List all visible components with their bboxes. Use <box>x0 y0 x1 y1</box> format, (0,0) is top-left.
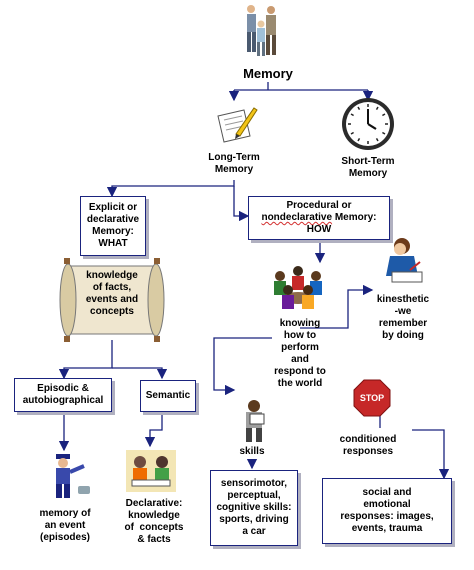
arrow-conditioned-social <box>412 429 450 480</box>
clock-icon <box>340 96 396 152</box>
procedural-memory-box: Procedural or nondeclarative Memory: HOW <box>248 196 390 240</box>
scroll-icon <box>54 258 170 342</box>
arrow-to-skills <box>213 337 272 396</box>
people-studying-icon <box>124 448 178 494</box>
arrow-to-kinesthetic <box>300 284 374 329</box>
arrow-knowledge-split <box>58 340 113 380</box>
police-officer-icon <box>44 452 92 500</box>
group-meeting-icon <box>268 262 328 314</box>
sensorimotor-box: sensorimotor,perceptual,cognitive skills… <box>210 470 298 546</box>
arrow-to-explicit <box>106 180 235 198</box>
family-icon <box>241 2 285 60</box>
arrow-semantic-down <box>144 412 163 448</box>
nondeclarative-word: nondeclarative <box>261 212 333 223</box>
arrow-to-long-term <box>234 89 368 100</box>
memory-title: Memory <box>243 66 293 81</box>
person-writing-icon <box>380 232 428 288</box>
semantic-box: Semantic <box>140 380 196 412</box>
arrow-to-procedural <box>233 186 250 222</box>
person-reading-icon <box>234 398 274 444</box>
stop-sign-icon: STOP <box>352 378 392 418</box>
notepad-pen-icon <box>214 104 258 144</box>
skills-label: skills <box>239 446 265 457</box>
arrow-to-semantic <box>112 367 168 380</box>
episodic-box: Episodic &autobiographical <box>14 378 112 412</box>
stop-sign-text: STOP <box>360 393 384 403</box>
